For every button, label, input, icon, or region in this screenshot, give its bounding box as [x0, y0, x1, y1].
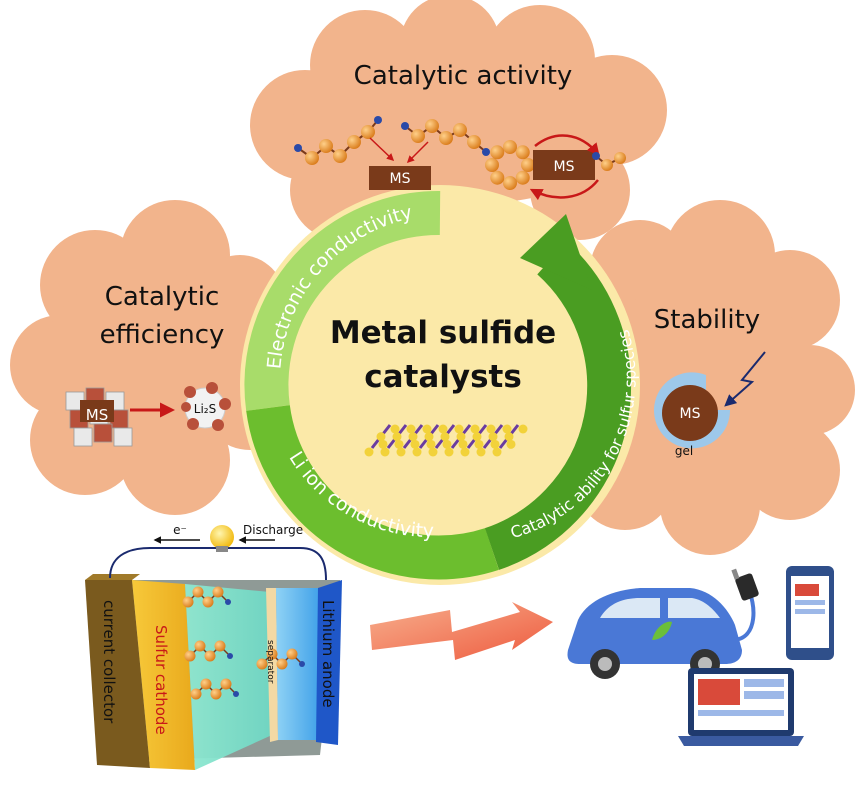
li2s-label: Li₂S: [194, 402, 216, 416]
electron-label: e⁻: [173, 523, 187, 537]
lightning-attack-icon: [724, 351, 766, 407]
svg-text:MS: MS: [554, 159, 575, 175]
svg-text:MS: MS: [390, 171, 411, 187]
lightning-bolt-icon: [370, 602, 553, 660]
current-collector-label: current collector: [100, 600, 118, 724]
discharge-label: Discharge: [243, 523, 303, 537]
left-cloud-title-line2: efficiency: [100, 320, 225, 350]
cloud-left: [10, 200, 300, 515]
separator-label: separator: [265, 640, 275, 684]
center-title-line1: Metal sulfide: [330, 315, 556, 351]
ms-block-top-left: MS: [369, 166, 431, 190]
cycle-ring: [244, 190, 632, 580]
ms-cube-cluster-icon: [65, 387, 133, 447]
right-cloud-title: Stability: [654, 305, 760, 335]
sulfur-cathode-label: Sulfur cathode: [152, 625, 170, 735]
left-cloud-title-line1: Catalytic: [105, 282, 220, 312]
sulfur-cathode-layer: [132, 580, 195, 770]
external-circuit-wire: [109, 547, 327, 581]
yellow-halo: [240, 185, 640, 585]
smartphone-icon: [786, 566, 834, 660]
cycle-arrow-top-icon: [534, 134, 600, 156]
center-title-line2: catalysts: [364, 359, 522, 395]
laptop-icon: [678, 668, 804, 746]
polysulfide-chain-left-icon: [294, 116, 382, 165]
battery-polysulfide-chains-icon: [182, 586, 305, 700]
short-chain-icon: [592, 152, 626, 171]
battery-cell: [85, 574, 342, 770]
gel-label: gel: [675, 444, 693, 458]
charging-plug-icon: [731, 568, 759, 642]
separator-layer: [266, 588, 278, 742]
cycle-arrow-bottom-icon: [529, 179, 599, 201]
ms-block-top-right: MS: [533, 150, 595, 180]
lithium-anode-label: Lithium anode: [319, 600, 337, 708]
current-collector-layer: [85, 580, 150, 768]
ring-arrowhead: [520, 214, 592, 290]
stability-ms-label: MS: [680, 406, 701, 422]
gel-shell-icon: MS gel: [654, 372, 731, 458]
ms-cube-label: MS: [86, 406, 108, 424]
ring-segment-li-ion: [246, 404, 499, 580]
electrolyte-region: [185, 584, 272, 770]
red-arrow-icon: [406, 141, 429, 164]
li2s-particle-icon: Li₂S: [181, 382, 231, 431]
ring-segment-catalytic: [484, 241, 632, 570]
ring-segment-electronic: [244, 190, 441, 411]
light-bulb-icon: [210, 525, 234, 552]
s8-ring-icon: [485, 140, 535, 190]
crystal-lattice-icon: [364, 424, 528, 457]
electric-car-icon: [567, 588, 742, 679]
polysulfide-chain-right-icon: [401, 119, 490, 156]
red-arrow-icon: [369, 137, 395, 162]
top-cloud-title: Catalytic activity: [354, 61, 573, 91]
